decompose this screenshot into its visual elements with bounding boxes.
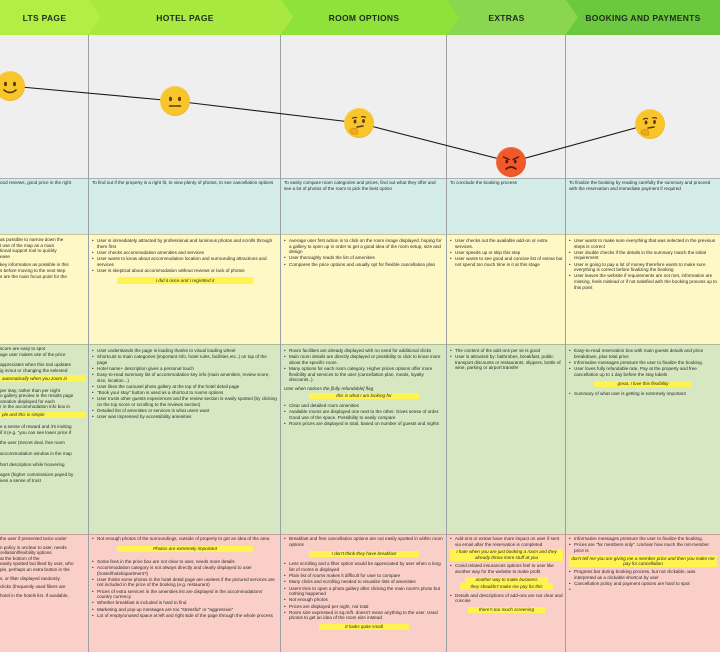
feeling-notes: Room facilities are already displayed wi…	[284, 348, 444, 532]
stage-title: EXTRAS	[488, 12, 525, 23]
user-quote: automatically when you zoom in	[0, 375, 86, 382]
observation-note: User when notices the [fully refundable]…	[284, 386, 374, 392]
user-quote: there's too much screening	[468, 606, 545, 613]
feeling-notes: Easy-to-read reservation box with main g…	[569, 348, 717, 532]
goal-text: To conclude the booking process	[450, 180, 517, 185]
stage-column-rooms: ROOM OPTIONS To easily compare room cate…	[281, 0, 459, 652]
user-quote: It looks quite small	[319, 623, 409, 631]
stage-column-hotel: HOTEL PAGE To find out if the property i…	[89, 0, 293, 652]
goal-lane	[281, 178, 446, 234]
feeling-lane	[447, 344, 565, 534]
emotion-lane	[0, 35, 88, 178]
angry-face-icon[interactable]	[496, 147, 526, 177]
thinking-face-icon[interactable]	[635, 109, 665, 139]
stage-column-booking: BOOKING AND PAYMENTS To finalize the boo…	[566, 0, 720, 652]
stage-header-rooms[interactable]: ROOM OPTIONS	[281, 0, 459, 35]
pain-notes: Add-ons or extras have more impact on us…	[450, 536, 563, 650]
user-quote: don't tell me you are giving me a member…	[569, 555, 717, 568]
pain-lane	[566, 534, 720, 652]
stage-title: ROOM OPTIONS	[328, 12, 400, 23]
stage-title: BOOKING AND PAYMENTS	[585, 12, 701, 23]
goal-lane	[566, 178, 720, 234]
goal-text: To find out if the property is a right f…	[92, 180, 274, 185]
stage-column-extras: EXTRAS To conclude the booking process U…	[447, 0, 578, 652]
goal-text: ood reviews, good price in the right	[0, 180, 72, 185]
feeling-notes: The content of the add-ons per se is goo…	[450, 348, 563, 532]
goal-lane	[89, 178, 280, 234]
neutral-face-icon[interactable]	[160, 86, 190, 116]
stage-title: HOTEL PAGE	[156, 12, 214, 23]
pain-notes: Breakfast and free cancellation options …	[284, 536, 444, 650]
stage-header-extras[interactable]: EXTRAS	[447, 0, 578, 35]
user-quote: they shouldn't make me pay for this	[460, 583, 553, 590]
user-quote: I did it once and I regretted it	[117, 277, 253, 284]
thinking-face-icon[interactable]	[344, 108, 374, 138]
emotion-line	[9, 85, 651, 163]
stage-arrow	[281, 0, 293, 34]
thinking-notes: Average user first action is to click on…	[284, 238, 444, 342]
user-quote: this is what I am looking for	[309, 392, 419, 400]
thinking-notes: User wants to make sure everything that …	[569, 238, 717, 342]
feeling-notes: score are easy to spot age user makes us…	[0, 346, 86, 532]
goal-lane	[0, 178, 88, 234]
thinking-notes: as possible to narrow down the t use of …	[0, 237, 69, 279]
goal-text: To easily compare room categories and pr…	[284, 180, 436, 191]
pain-notes: Not enough photos of the surroundings, o…	[92, 536, 278, 650]
user-quote: ple and this is simple	[0, 411, 86, 419]
pain-lane	[0, 534, 88, 652]
user-quote: great, I love this flexibility	[594, 381, 692, 388]
stage-header-results[interactable]: LTS PAGE	[0, 0, 101, 35]
stage-arrow	[447, 0, 459, 34]
user-quote: another way to make business	[465, 577, 548, 584]
goal-lane	[447, 178, 565, 234]
thinking-notes: User is immediately attracted by profess…	[92, 238, 278, 342]
user-quote: I don't think they have breakfast	[309, 551, 419, 558]
thinking-notes: User checks out the available add-on or …	[450, 238, 563, 342]
user-quote: Photos are extremely important	[117, 545, 253, 552]
emotion-curve	[9, 85, 651, 163]
thinking-lane	[0, 234, 88, 344]
stage-column-results: LTS PAGE ood reviews, good price in the …	[0, 0, 101, 652]
emotion-lane	[281, 35, 446, 178]
user-quote: I hate when you are just booking a room …	[450, 549, 563, 561]
stage-arrow	[89, 0, 101, 34]
feeling-notes: User understands the page is loading tha…	[92, 348, 278, 532]
stage-header-hotel[interactable]: HOTEL PAGE	[89, 0, 293, 35]
smile-icon[interactable]	[0, 71, 25, 101]
stage-arrow	[566, 0, 578, 34]
pain-notes: Informative messages pressure the user t…	[569, 536, 717, 650]
stage-title: LTS PAGE	[22, 12, 67, 23]
stage-header-booking[interactable]: BOOKING AND PAYMENTS	[566, 0, 720, 35]
pain-notes: the user if presented twice under n poli…	[0, 536, 74, 598]
goal-text: To finalize the booking by reading caref…	[569, 180, 711, 191]
emotion-lane	[566, 35, 720, 178]
